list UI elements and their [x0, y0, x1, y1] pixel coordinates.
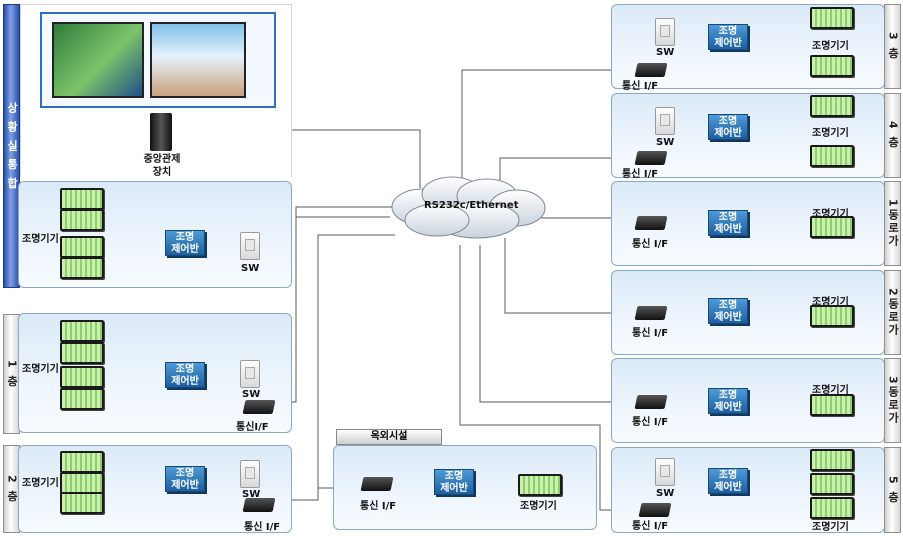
comm-interface-icon — [360, 477, 394, 491]
comm-interface-label: 통신 I/F — [632, 328, 669, 339]
lamp-icon — [810, 95, 854, 117]
comm-interface-icon — [242, 400, 276, 414]
lamp-icon — [60, 209, 104, 231]
monitor-screen-right — [150, 22, 246, 98]
floor-4-tab: 4 층 — [884, 93, 901, 178]
comm-interface-icon — [634, 395, 668, 409]
comm-interface-icon — [634, 306, 668, 320]
switch-icon — [240, 232, 260, 260]
comm-interface-label: 통신 I/F — [632, 417, 669, 428]
lamp-icon — [810, 305, 854, 327]
lamp-label: 조명기기 — [22, 234, 59, 245]
comm-interface-icon — [242, 498, 276, 512]
switch-label: SW — [242, 489, 261, 500]
lamp-icon — [60, 320, 104, 342]
comm-interface-icon — [634, 216, 668, 230]
switch-icon — [240, 460, 260, 488]
stair-2-tab: 2동로가 — [884, 270, 901, 355]
switch-label: SW — [241, 263, 260, 274]
lamp-icon — [60, 188, 104, 210]
floor-5-tab: 5 층 — [884, 447, 901, 533]
lamp-label: 조명기기 — [812, 128, 849, 139]
lamp-label: 조명기기 — [812, 41, 849, 52]
lamp-icon — [810, 55, 854, 77]
switch-label: SW — [656, 488, 675, 499]
situation-room-tab: 상 황 실 통 합 — [3, 4, 20, 288]
switch-icon — [655, 458, 675, 486]
comm-interface-label: 통신 I/F — [632, 239, 669, 250]
comm-interface-label: 통신 I/F — [360, 501, 397, 512]
lamp-icon — [810, 394, 854, 416]
lamp-icon — [518, 474, 562, 496]
comm-interface-label: 통신 I/F — [622, 81, 659, 92]
comm-interface-icon — [634, 151, 668, 165]
switch-label: SW — [242, 389, 261, 400]
lamp-icon — [60, 451, 104, 473]
lamp-icon — [810, 473, 854, 495]
stair-3-tab: 3동로가 — [884, 358, 901, 443]
comm-interface-label: 통신 I/F — [622, 169, 659, 180]
switch-icon — [240, 360, 260, 388]
network-cloud — [391, 176, 546, 239]
comm-interface-label: 통신 I/F — [244, 522, 281, 533]
lamp-icon — [60, 236, 104, 258]
comm-interface-icon — [634, 63, 668, 77]
lamp-icon — [60, 472, 104, 494]
switch-icon — [655, 18, 675, 46]
floor-3-tab: 3 층 — [884, 4, 901, 89]
comm-interface-icon — [638, 503, 672, 517]
lamp-icon — [60, 492, 104, 514]
lamp-icon — [60, 388, 104, 410]
comm-interface-label: 통신I/F — [236, 422, 269, 433]
lamp-icon — [60, 366, 104, 388]
stair-1-tab: 1동로가 — [884, 181, 901, 266]
switch-icon — [655, 107, 675, 135]
lamp-icon — [810, 449, 854, 471]
lamp-icon — [810, 145, 854, 167]
monitor-wall — [40, 12, 276, 108]
lamp-icon — [60, 342, 104, 364]
switch-label: SW — [656, 47, 675, 58]
central-control-unit-icon — [150, 113, 172, 151]
switch-label: SW — [656, 137, 675, 148]
lamp-label: 조명기기 — [812, 522, 849, 533]
central-control-label: 중앙관제 장치 — [143, 154, 181, 178]
lamp-label: 조명기기 — [22, 478, 59, 489]
lamp-icon — [810, 497, 854, 519]
lamp-icon — [810, 7, 854, 29]
lamp-label: 조명기기 — [812, 209, 849, 220]
network-label: RS232c/Ethernet — [424, 200, 519, 211]
lamp-label: 조명기기 — [812, 385, 849, 396]
monitor-screen-left — [52, 22, 144, 98]
lamp-icon — [60, 257, 104, 279]
lamp-label: 조명기기 — [812, 297, 849, 308]
outdoor-title: 옥외시설 — [336, 429, 442, 445]
lamp-label: 조명기기 — [22, 364, 59, 375]
lamp-label: 조명기기 — [520, 501, 557, 512]
lamp-icon — [810, 216, 854, 238]
comm-interface-label: 통신 I/F — [632, 521, 669, 532]
